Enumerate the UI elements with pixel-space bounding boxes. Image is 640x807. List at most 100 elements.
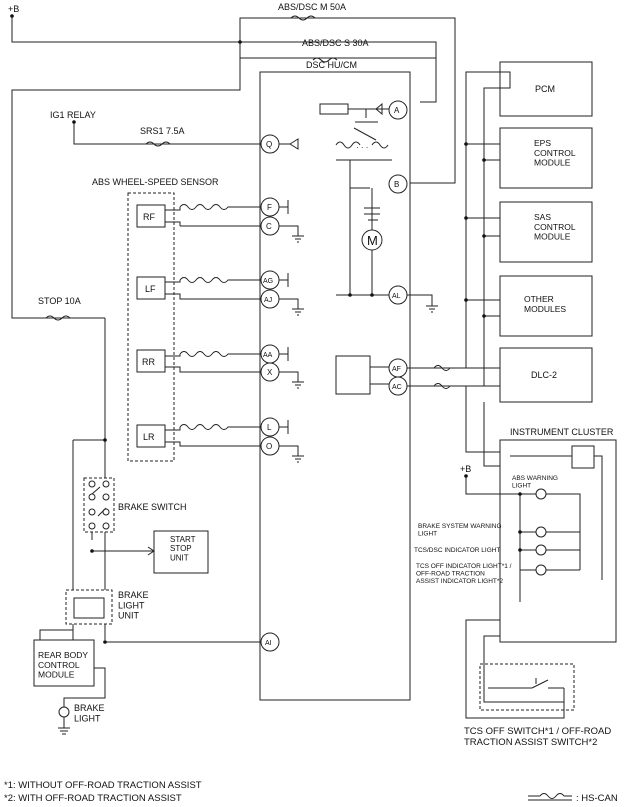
instrument-cluster-label: INSTRUMENT CLUSTER	[510, 427, 614, 437]
junction-dot	[464, 216, 468, 220]
sensor-group-box	[127, 192, 175, 462]
pin-aj: AJ	[260, 289, 280, 309]
svg-text:LF: LF	[145, 284, 156, 294]
diode-icon	[375, 102, 383, 116]
hs-can-twist	[433, 365, 451, 389]
pin-ac: AC	[388, 376, 408, 396]
svg-text:DLC-2: DLC-2	[531, 370, 557, 380]
sensor-lr: LR	[136, 424, 261, 448]
junction-dot	[464, 142, 468, 146]
svg-text:AC: AC	[392, 384, 402, 391]
svg-text:L: L	[267, 423, 272, 432]
fuse-abs-dsc-m-label: ABS/DSC M 50A	[278, 2, 346, 12]
pin-x: X	[260, 362, 280, 382]
junction-dot	[518, 530, 522, 534]
junction-dot	[90, 549, 94, 553]
can-transceiver-box	[335, 355, 371, 395]
pin-al: AL	[388, 285, 408, 305]
pin-q: Q	[260, 134, 280, 154]
junction-dot	[482, 314, 486, 318]
svg-text:O: O	[266, 442, 272, 451]
svg-text:B: B	[394, 180, 399, 189]
junction-dot	[348, 293, 352, 297]
svg-text:AF: AF	[392, 366, 401, 373]
motor-label: M	[367, 233, 378, 248]
svg-text:AG: AG	[263, 278, 273, 285]
svg-text:Q: Q	[266, 140, 272, 149]
transistor-icon	[364, 207, 380, 221]
pin-aa: AA	[260, 344, 280, 364]
instrument-cluster-box	[499, 439, 617, 643]
sensor-rr: RR	[136, 349, 261, 373]
terminal-dot	[72, 120, 76, 124]
dlc-2: DLC-2	[499, 347, 593, 403]
pin-l-o-stubs	[279, 420, 304, 463]
brake-light-ground	[58, 717, 70, 735]
junction-dot	[103, 640, 107, 644]
ig1-relay-label: IG1 RELAY	[50, 110, 96, 120]
fuse-abs-dsc-m-symbol	[290, 15, 316, 21]
tcs-off-switch-contact	[488, 678, 564, 689]
junction-dot	[482, 234, 486, 238]
junction-dot	[103, 438, 107, 442]
rear-body-control-module-box	[33, 639, 95, 687]
svg-text:RR: RR	[142, 357, 155, 367]
wire-plus-b-ic	[465, 476, 521, 602]
wire-tcs-off-switch	[465, 619, 565, 719]
pin-f: F	[260, 197, 280, 217]
svg-text:AI: AI	[265, 640, 272, 647]
cluster-lamps	[520, 488, 581, 576]
svg-text:C: C	[266, 222, 272, 231]
hs-can-legend-label: : HS-CAN	[576, 793, 618, 804]
fuse-abs-dsc-s-label: ABS/DSC S 30A	[302, 38, 369, 48]
wire-stop-to-switch	[73, 318, 106, 478]
hs-can-bus	[407, 71, 500, 387]
wire-abs-m	[239, 17, 456, 184]
pin-q-diode	[279, 138, 299, 150]
pin-c: C	[260, 216, 280, 236]
footnote-2: *2: WITH OFF-ROAD TRACTION ASSIST	[4, 793, 182, 804]
junction-dot	[370, 293, 374, 297]
cluster-internal-wire	[510, 455, 603, 580]
pin-a: A	[388, 100, 408, 120]
connector-arrow	[147, 546, 155, 556]
tcs-off-switch-box	[479, 663, 575, 711]
brake-switch-label: BRAKE SWITCH	[118, 502, 187, 512]
brake-light-icon	[58, 706, 70, 718]
svg-text:A: A	[394, 106, 400, 115]
pcm-module: PCM	[499, 61, 593, 117]
tcs-dsc-indicator-label: TCS/DSC INDICATOR LIGHT	[414, 547, 500, 554]
fuse-srs1-label: SRS1 7.5A	[140, 126, 185, 136]
tcs-off-indicator-label: TCS OFF INDICATOR LIGHT*1 /OFF-ROAD TRAC…	[416, 563, 512, 585]
terminal-dot	[10, 14, 14, 18]
dsc-internal-resistor	[319, 103, 349, 115]
svg-text:AJ: AJ	[264, 297, 272, 304]
junction-dot	[482, 158, 486, 162]
dsc-internal-solenoids	[335, 109, 389, 149]
junction-dot	[518, 492, 522, 496]
sensor-lf: LF	[136, 276, 261, 300]
plus-b-ic-label: +B	[460, 464, 471, 474]
pin-ag-aj-stubs	[279, 273, 304, 316]
junction-dot	[464, 298, 468, 302]
svg-text:RF: RF	[143, 212, 155, 222]
svg-text:LR: LR	[143, 432, 155, 442]
fuse-stop-label: STOP 10A	[38, 296, 81, 306]
pin-ag: AG	[260, 270, 280, 290]
footnote-1: *1: WITHOUT OFF-ROAD TRACTION ASSIST	[4, 780, 202, 791]
sensor-rf: RF	[136, 204, 261, 228]
pin-aa-x-stubs	[279, 347, 304, 389]
junction-dot	[238, 40, 242, 44]
svg-text:F: F	[267, 203, 272, 212]
dsc-internal-wiring	[336, 159, 392, 294]
svg-text:X: X	[267, 368, 273, 377]
wire-plus-b-feed	[11, 16, 437, 103]
